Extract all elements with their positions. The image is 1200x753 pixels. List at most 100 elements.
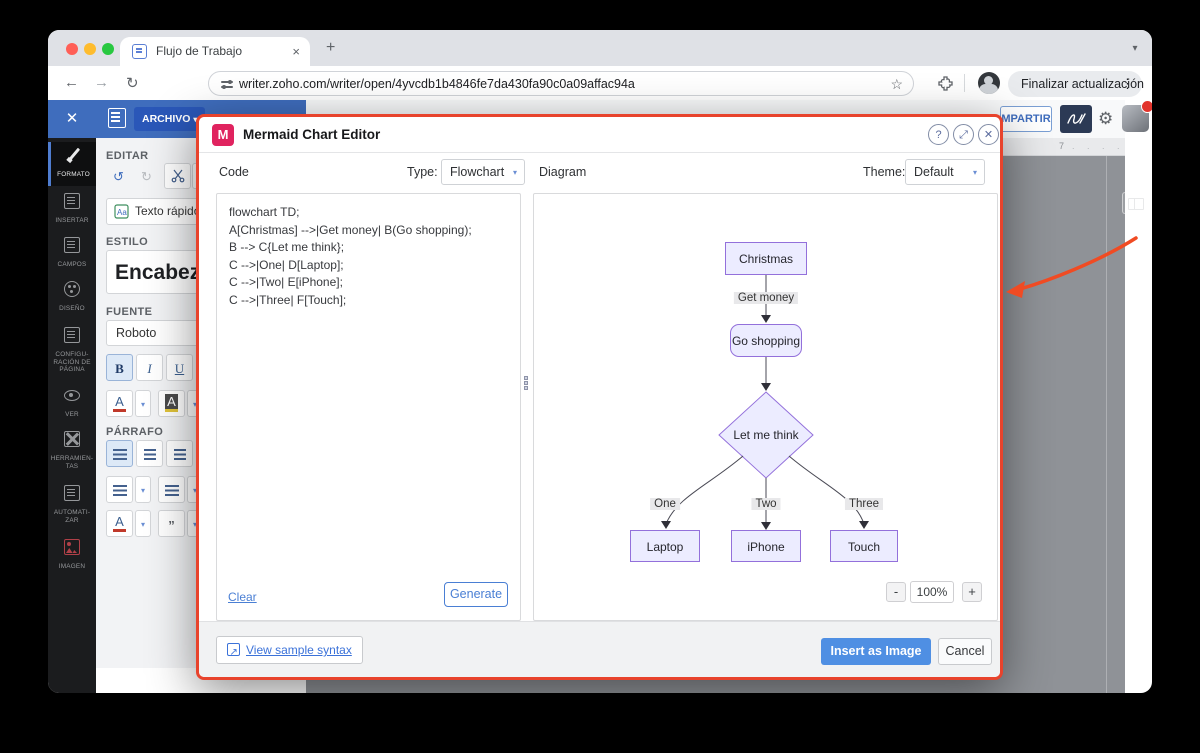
- close-icon[interactable]: ✕: [978, 124, 999, 145]
- zoom-traffic-light[interactable]: [102, 43, 114, 55]
- flowchart-node-touch: Touch: [830, 530, 898, 562]
- browser-profile-avatar[interactable]: [978, 72, 1000, 94]
- bookmark-star-icon[interactable]: ☆: [890, 76, 903, 92]
- type-label: Type:: [407, 165, 438, 179]
- sidebar-item-campos[interactable]: CAMPOS: [48, 232, 96, 276]
- forward-icon[interactable]: →: [94, 74, 109, 91]
- align-left-button[interactable]: [106, 440, 133, 467]
- cancel-button[interactable]: Cancel: [938, 638, 992, 665]
- view-icon: [64, 387, 80, 403]
- page-view-button[interactable]: [1122, 192, 1148, 214]
- extensions-icon[interactable]: [938, 76, 953, 91]
- mermaid-logo-icon: M: [212, 124, 234, 146]
- sidebar-item-herramientas[interactable]: HERRAMIEN- TAS: [48, 426, 96, 474]
- flowchart-node-iphone: iPhone: [731, 530, 801, 562]
- user-avatar[interactable]: [1122, 100, 1152, 132]
- undo-button[interactable]: ↺: [113, 169, 124, 184]
- sidebar-item-ver[interactable]: VER: [48, 382, 96, 422]
- parrafo-section-label: PÁRRAFO: [106, 426, 164, 438]
- sidebar-item-formato[interactable]: FORMATO: [48, 142, 96, 186]
- close-panel-button[interactable]: ✕: [48, 100, 96, 138]
- drop-cap-chevron[interactable]: ▾: [135, 510, 151, 537]
- code-line: C -->|One| D[Laptop];: [229, 257, 344, 272]
- zia-signature-icon: [1067, 113, 1086, 124]
- view-sample-syntax-button[interactable]: View sample syntax: [216, 636, 363, 666]
- cut-button[interactable]: [164, 163, 191, 189]
- code-editor[interactable]: flowchart TD; A[Christmas] -->|Get money…: [216, 193, 521, 621]
- clear-link[interactable]: Clear: [228, 590, 257, 604]
- generate-button[interactable]: Generate: [444, 582, 508, 607]
- flowchart-edges: [661, 275, 869, 530]
- bullet-list-chevron[interactable]: ▾: [135, 476, 151, 503]
- close-traffic-light[interactable]: [66, 43, 78, 55]
- align-center-button[interactable]: [136, 440, 163, 467]
- code-line: B --> C{Let me think};: [229, 240, 345, 254]
- code-line: C -->|Three| F[Touch];: [229, 292, 347, 307]
- sidebar-item-imagen[interactable]: IMAGEN: [48, 534, 96, 578]
- format-icon: [66, 147, 82, 163]
- bullet-list-button[interactable]: [106, 476, 133, 503]
- italic-button[interactable]: I: [136, 354, 163, 381]
- more-menu-icon[interactable]: ⋮: [1121, 76, 1134, 91]
- panel-resize-handle[interactable]: [524, 375, 530, 391]
- site-settings-icon[interactable]: [221, 80, 233, 89]
- flowchart-node-go-shopping: Go shopping: [730, 324, 802, 357]
- numbered-list-button[interactable]: [158, 476, 185, 503]
- zoom-out-button[interactable]: -: [886, 582, 906, 602]
- divider: [964, 74, 965, 92]
- sidebar-item-automatizar[interactable]: AUTOMATI- ZAR: [48, 480, 96, 528]
- help-icon[interactable]: ?: [928, 124, 949, 145]
- font-color-button[interactable]: A: [106, 390, 133, 417]
- expand-icon[interactable]: ⤢: [953, 124, 974, 145]
- insert-as-image-button[interactable]: Insert as Image: [821, 638, 931, 665]
- code-line: flowchart TD;: [229, 205, 300, 219]
- modal-footer: View sample syntax Insert as Image Cance…: [199, 621, 1000, 677]
- modal-title: Mermaid Chart Editor: [243, 127, 381, 142]
- back-icon[interactable]: ←: [64, 74, 79, 91]
- quote-button[interactable]: ”: [158, 510, 185, 537]
- type-dropdown[interactable]: Flowchart▾: [441, 159, 525, 185]
- font-color-chevron[interactable]: ▾: [135, 390, 151, 417]
- automate-icon: [64, 485, 80, 501]
- edge-label-one: One: [650, 498, 680, 510]
- zoom-in-button[interactable]: +: [962, 582, 982, 602]
- notification-badge: [1141, 100, 1152, 113]
- page-setup-icon: [64, 327, 80, 343]
- redo-button[interactable]: ↻: [141, 169, 152, 184]
- browser-tab[interactable]: Flujo de Trabajo ×: [120, 37, 310, 66]
- scissors-icon: [171, 169, 185, 183]
- sidebar-item-diseno[interactable]: DISEÑO: [48, 276, 96, 320]
- image-icon: [64, 539, 80, 555]
- quick-text-icon: Aa: [114, 204, 129, 219]
- document-icon: [108, 108, 126, 128]
- theme-dropdown[interactable]: Default▾: [905, 159, 985, 185]
- highlight-color-button[interactable]: A: [158, 390, 185, 417]
- reload-icon[interactable]: ↻: [126, 75, 139, 92]
- archivo-menu-button[interactable]: ARCHIVO ▾: [134, 107, 206, 131]
- settings-gear-icon[interactable]: ⚙: [1098, 109, 1114, 128]
- svg-text:Aa: Aa: [117, 208, 127, 217]
- design-icon: [64, 281, 80, 297]
- sidebar-item-configuracion[interactable]: CONFIGU- RACIÓN DE PÁGINA: [48, 322, 96, 378]
- sidebar-item-insertar[interactable]: INSERTAR: [48, 188, 96, 232]
- code-line: C -->|Two| E[iPhone];: [229, 275, 343, 289]
- bold-button[interactable]: B: [106, 354, 133, 381]
- tab-search-chevron-icon[interactable]: ▾: [1132, 43, 1138, 54]
- edge-label-three: Three: [844, 498, 884, 510]
- diagram-label: Diagram: [539, 165, 587, 179]
- fuente-section-label: FUENTE: [106, 306, 153, 318]
- minimize-traffic-light[interactable]: [84, 43, 96, 55]
- modal-header: M Mermaid Chart Editor ? ⤢ ✕: [199, 117, 1000, 153]
- underline-button[interactable]: U: [166, 354, 193, 381]
- tab-close-icon[interactable]: ×: [292, 44, 300, 59]
- fields-icon: [64, 237, 80, 253]
- drop-cap-button[interactable]: A: [106, 510, 133, 537]
- align-right-button[interactable]: [166, 440, 193, 467]
- writer-left-rail: ✕ FORMATO INSERTAR CAMPOS DISEÑO CONFIGU…: [48, 100, 96, 693]
- zoom-value: 100%: [910, 581, 954, 603]
- address-bar[interactable]: writer.zoho.com/writer/open/4yvcdb1b4846…: [208, 71, 914, 96]
- zia-button[interactable]: [1060, 105, 1092, 133]
- new-tab-button[interactable]: +: [326, 39, 336, 56]
- finish-update-button[interactable]: Finalizar actualización ⋮: [1008, 71, 1144, 97]
- compartir-button[interactable]: MPARTIR: [1000, 106, 1052, 132]
